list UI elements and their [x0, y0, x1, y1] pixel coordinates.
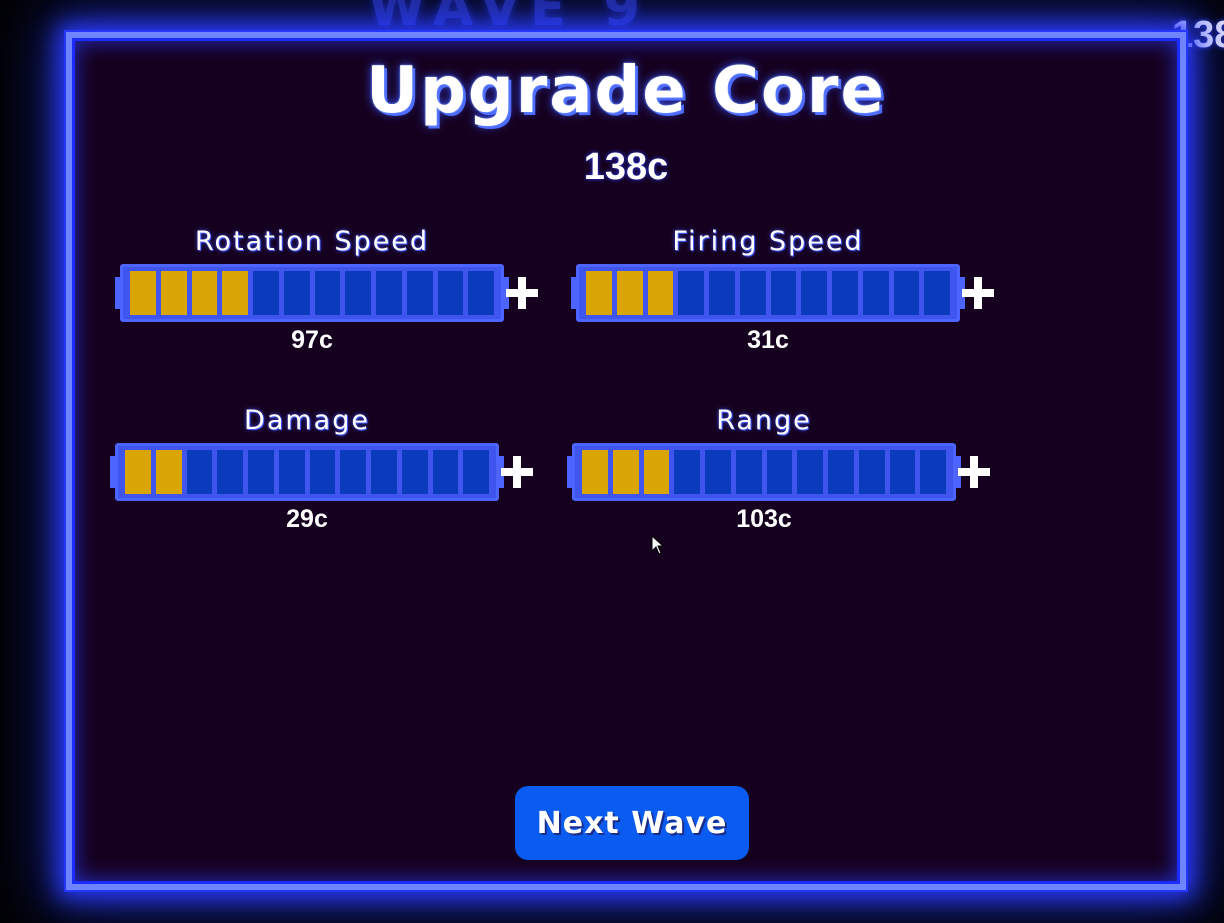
upgrade-cost: 97c [291, 326, 333, 354]
upgrade-label: Firing Speed [672, 226, 864, 257]
upgrade-plus-button[interactable] [960, 268, 996, 318]
level-segment-empty [920, 450, 946, 494]
upgrade-level-bar [110, 443, 504, 501]
upgrade-level-bar [567, 443, 961, 501]
upgrade-cost: 103c [736, 505, 792, 533]
plus-icon [501, 456, 533, 488]
level-segment-empty [674, 450, 700, 494]
upgrade-plus-button[interactable] [504, 268, 540, 318]
upgrade-label: Damage [244, 405, 370, 436]
level-segment-filled [160, 271, 187, 315]
level-segment-empty [739, 271, 766, 315]
level-segment-empty [797, 450, 823, 494]
level-segment-empty [309, 450, 336, 494]
level-segment-empty [801, 271, 827, 315]
level-segment-empty [283, 271, 310, 315]
upgrade-firing-speed: Firing Speed 31c [571, 226, 996, 366]
hud-wave-indicator: WAVE 9 [368, 0, 650, 38]
level-segment-empty [705, 450, 731, 494]
level-segment-empty [248, 450, 274, 494]
level-segment-empty [862, 271, 889, 315]
level-segment-empty [186, 450, 213, 494]
level-segment-empty [217, 450, 243, 494]
level-segment-empty [893, 271, 920, 315]
level-segment-empty [709, 271, 735, 315]
level-segment-empty [340, 450, 366, 494]
level-segment-empty [828, 450, 854, 494]
mouse-cursor-icon [651, 535, 665, 555]
level-segment-empty [371, 450, 397, 494]
level-segment-empty [889, 450, 916, 494]
level-segment-filled [222, 271, 248, 315]
level-segment-filled [582, 450, 608, 494]
level-segment-filled [612, 450, 639, 494]
upgrade-cost: 29c [286, 505, 328, 533]
upgrade-range: Range 103c [567, 405, 992, 545]
level-segment-empty [345, 271, 371, 315]
modal-title: Upgrade Core [366, 54, 886, 128]
level-segment-empty [401, 450, 428, 494]
plus-icon [962, 277, 994, 309]
level-segment-empty [253, 271, 279, 315]
level-segment-filled [191, 271, 218, 315]
level-segment-empty [376, 271, 402, 315]
level-segment-filled [125, 450, 151, 494]
upgrade-rotation-speed: Rotation Speed 97c [115, 226, 540, 366]
upgrade-core-modal: Upgrade Core 138c Rotation Speed 97c Fir… [66, 32, 1186, 890]
upgrade-label: Rotation Speed [194, 226, 430, 257]
level-segment-empty [766, 450, 793, 494]
level-segment-empty [924, 271, 950, 315]
upgrade-plus-button[interactable] [499, 447, 535, 497]
level-segment-filled [155, 450, 182, 494]
upgrade-damage: Damage 29c [110, 405, 535, 545]
level-segment-empty [437, 271, 464, 315]
upgrade-plus-button[interactable] [956, 447, 992, 497]
level-segment-empty [463, 450, 489, 494]
level-segment-empty [770, 271, 797, 315]
level-segment-filled [647, 271, 674, 315]
plus-icon [958, 456, 990, 488]
level-segment-filled [586, 271, 612, 315]
upgrade-label: Range [716, 405, 812, 436]
level-segment-filled [130, 271, 156, 315]
upgrade-level-bar [571, 264, 965, 322]
coin-balance: 138c [583, 146, 669, 188]
level-segment-empty [468, 271, 494, 315]
level-segment-empty [678, 271, 704, 315]
upgrade-level-bar [115, 264, 509, 322]
level-segment-empty [406, 271, 433, 315]
plus-icon [506, 277, 538, 309]
level-segment-empty [278, 450, 305, 494]
next-wave-button[interactable]: Next Wave [515, 786, 749, 860]
level-segment-empty [832, 271, 858, 315]
upgrade-cost: 31c [747, 326, 789, 354]
level-segment-empty [858, 450, 885, 494]
level-segment-filled [643, 450, 670, 494]
level-segment-filled [616, 271, 643, 315]
level-segment-empty [735, 450, 762, 494]
level-segment-empty [432, 450, 459, 494]
level-segment-empty [314, 271, 341, 315]
